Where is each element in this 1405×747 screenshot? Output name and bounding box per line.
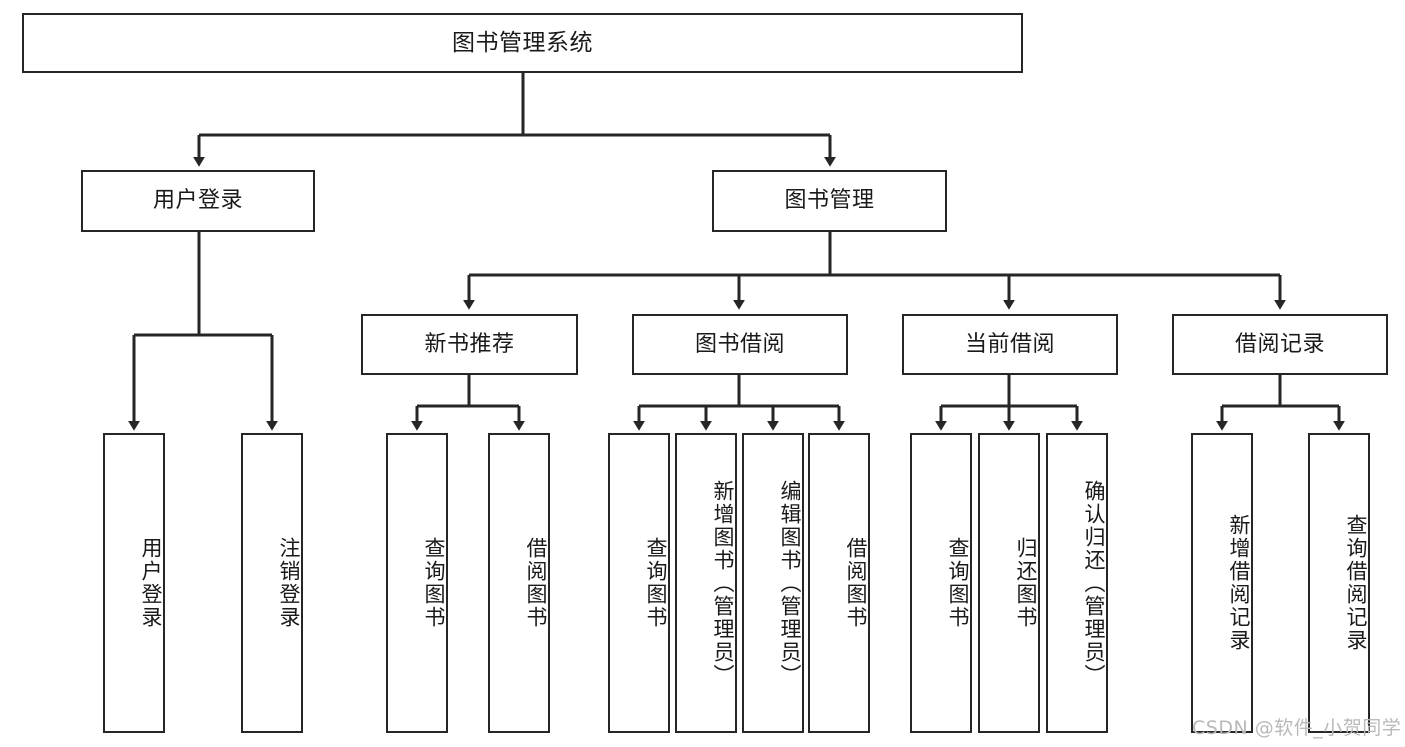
node-new-book-recommend-label: 新书推荐 xyxy=(424,331,515,357)
node-root-system[interactable]: 图书管理系统 xyxy=(22,13,1023,73)
node-current-borrow[interactable]: 当前借阅 xyxy=(902,314,1118,375)
leaf-user-logout[interactable]: 注销登录 xyxy=(241,433,303,733)
csdn-watermark: CSDN @软件_小贺同学 xyxy=(1192,717,1402,739)
leaf-recommend-query-book-label: 查询图书 xyxy=(422,537,446,629)
leaf-borrow-query-book[interactable]: 查询图书 xyxy=(608,433,670,733)
leaf-borrow-add-book-admin[interactable]: 新增图书（管理员） xyxy=(675,433,737,733)
node-user-login[interactable]: 用户登录 xyxy=(81,170,315,232)
leaf-current-return-book-label: 归还图书 xyxy=(1014,537,1038,629)
leaf-borrow-query-book-label: 查询图书 xyxy=(644,537,668,629)
leaf-record-add-record-label: 新增借阅记录 xyxy=(1227,514,1251,652)
leaf-current-return-book[interactable]: 归还图书 xyxy=(978,433,1040,733)
node-borrow-record[interactable]: 借阅记录 xyxy=(1172,314,1388,375)
node-book-manage[interactable]: 图书管理 xyxy=(712,170,947,232)
leaf-record-query-record[interactable]: 查询借阅记录 xyxy=(1308,433,1370,733)
node-book-borrow[interactable]: 图书借阅 xyxy=(632,314,848,375)
node-user-login-label: 用户登录 xyxy=(152,188,243,214)
leaf-current-query-book-label: 查询图书 xyxy=(946,537,970,629)
leaf-user-login[interactable]: 用户登录 xyxy=(103,433,165,733)
leaf-borrow-edit-book-admin[interactable]: 编辑图书（管理员） xyxy=(742,433,804,733)
leaf-record-add-record[interactable]: 新增借阅记录 xyxy=(1191,433,1253,733)
node-new-book-recommend[interactable]: 新书推荐 xyxy=(361,314,578,375)
leaf-borrow-borrow-book[interactable]: 借阅图书 xyxy=(808,433,870,733)
node-book-manage-label: 图书管理 xyxy=(784,188,875,214)
leaf-user-logout-label: 注销登录 xyxy=(277,537,301,629)
node-root-system-label: 图书管理系统 xyxy=(452,29,593,56)
leaf-current-confirm-return-admin-label: 确认归还（管理员） xyxy=(1082,479,1106,687)
leaf-borrow-borrow-book-label: 借阅图书 xyxy=(844,537,868,629)
leaf-recommend-borrow-book-label: 借阅图书 xyxy=(524,537,548,629)
leaf-recommend-borrow-book[interactable]: 借阅图书 xyxy=(488,433,550,733)
node-book-borrow-label: 图书借阅 xyxy=(694,331,785,357)
leaf-recommend-query-book[interactable]: 查询图书 xyxy=(386,433,448,733)
leaf-current-query-book[interactable]: 查询图书 xyxy=(910,433,972,733)
leaf-borrow-edit-book-admin-label: 编辑图书（管理员） xyxy=(778,479,802,687)
leaf-current-confirm-return-admin[interactable]: 确认归还（管理员） xyxy=(1046,433,1108,733)
leaf-borrow-add-book-admin-label: 新增图书（管理员） xyxy=(711,479,735,687)
node-borrow-record-label: 借阅记录 xyxy=(1234,331,1325,357)
leaf-record-query-record-label: 查询借阅记录 xyxy=(1344,514,1368,652)
node-current-borrow-label: 当前借阅 xyxy=(964,331,1055,357)
leaf-user-login-label: 用户登录 xyxy=(139,537,163,629)
